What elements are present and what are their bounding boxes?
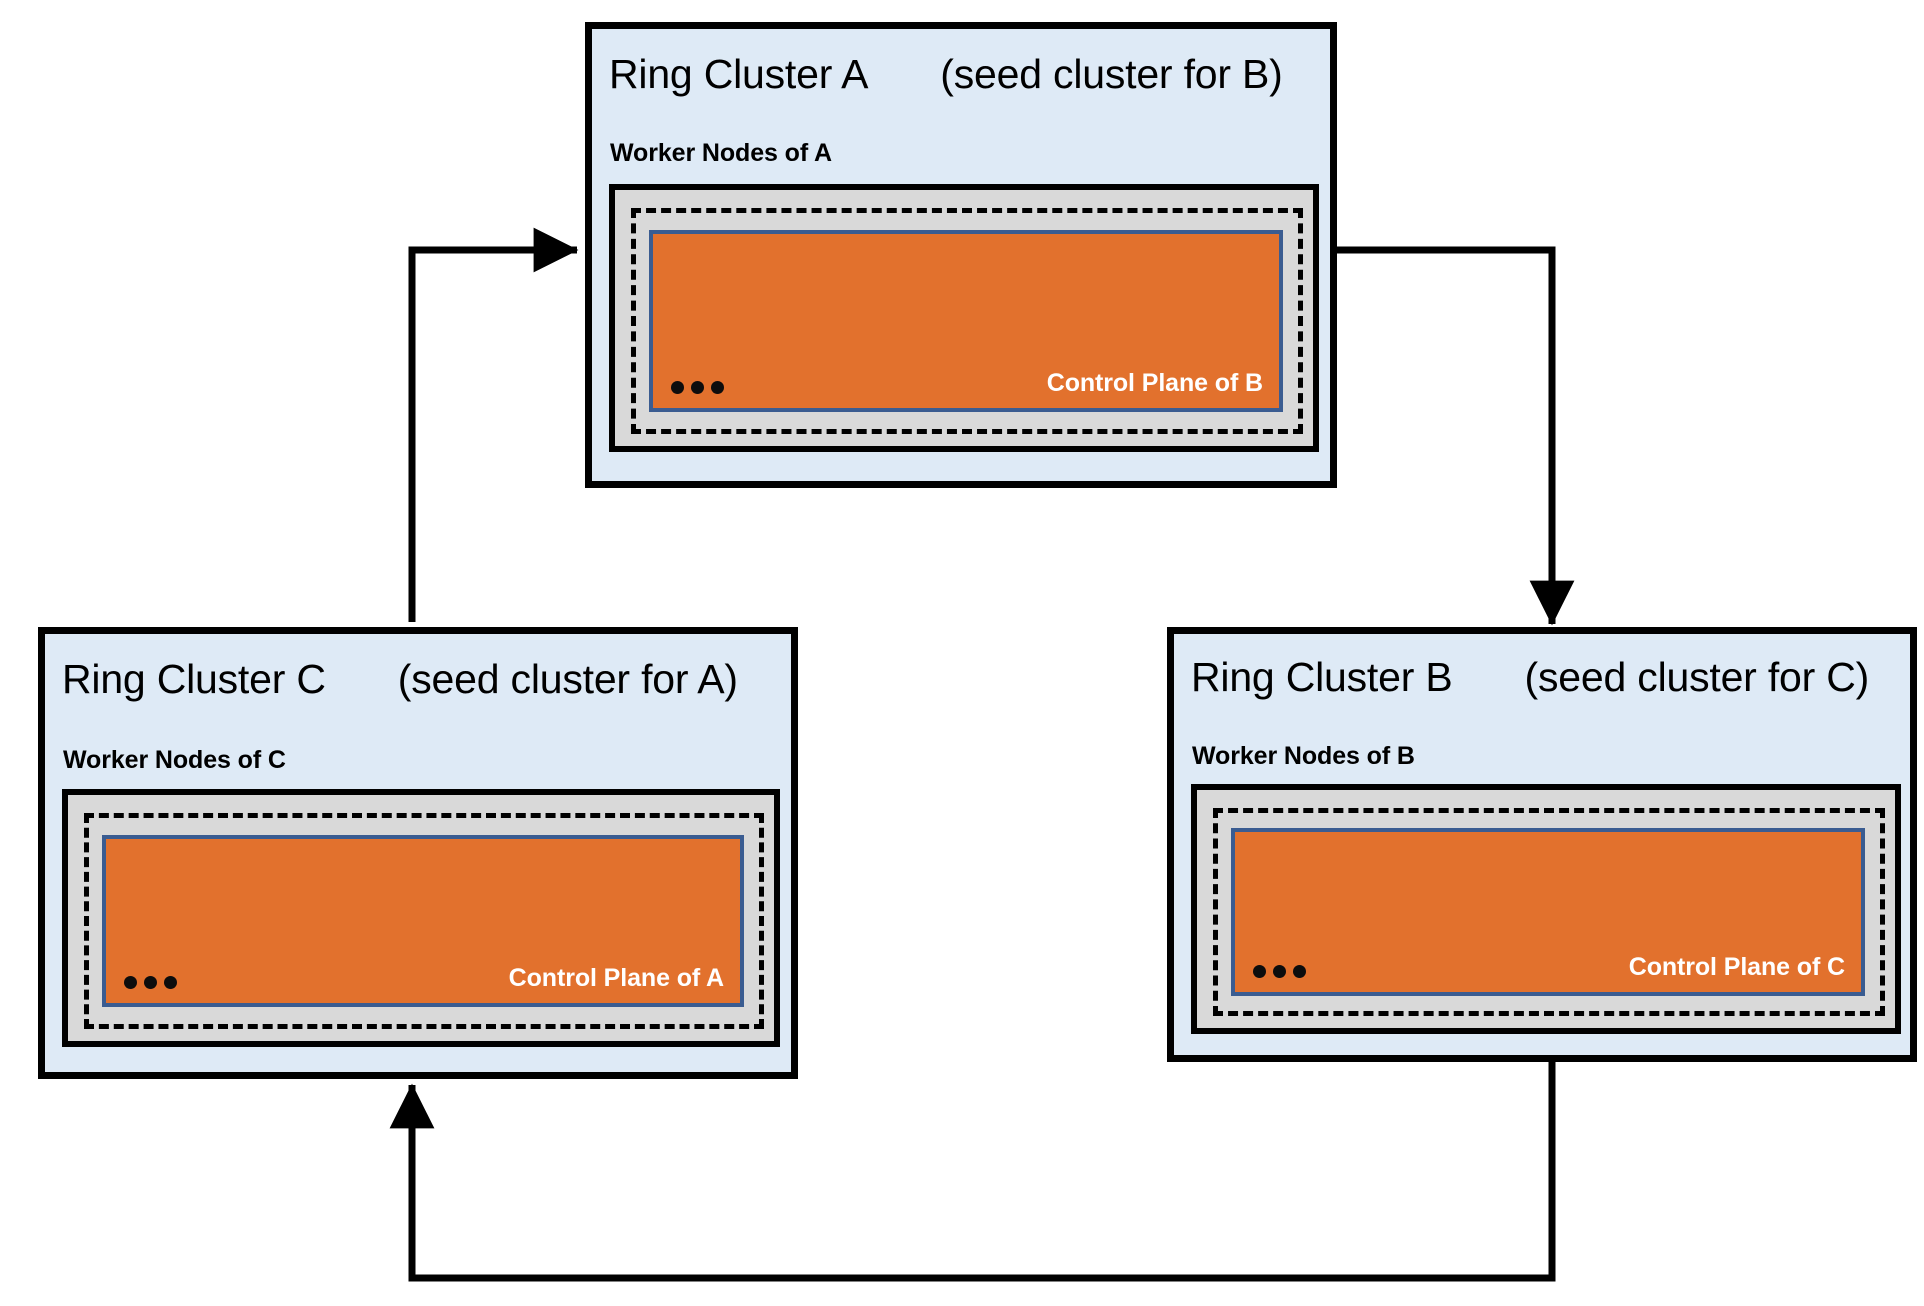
arrow-a-to-b — [1337, 246, 1575, 626]
cluster-c-title-seed: (seed cluster for A) — [397, 656, 738, 702]
cluster-a-node-dashed-boundary — [631, 208, 1303, 434]
cluster-c-title-name: Ring Cluster C — [62, 656, 326, 702]
cluster-b-title-seed: (seed cluster for C) — [1524, 654, 1870, 700]
cluster-b-worker-nodes-box[interactable]: Control Plane of C — [1191, 784, 1901, 1034]
cluster-a-ellipsis-icon — [671, 381, 724, 394]
cluster-a-control-plane-box[interactable]: Control Plane of B — [649, 230, 1283, 412]
cluster-b-worker-label: Worker Nodes of B — [1192, 742, 1415, 770]
cluster-b[interactable]: Ring Cluster B (seed cluster for C) Worke… — [1167, 627, 1917, 1062]
cluster-b-control-plane-box[interactable]: Control Plane of C — [1231, 828, 1865, 996]
cluster-b-ellipsis-icon — [1253, 965, 1306, 978]
cluster-c-node-dashed-boundary — [84, 813, 764, 1029]
cluster-a-title-name: Ring Cluster A — [609, 51, 869, 97]
cluster-c-control-plane-label: Control Plane of A — [508, 964, 724, 992]
cluster-c-worker-nodes-box[interactable]: Control Plane of A — [62, 789, 780, 1047]
cluster-c-control-plane-box[interactable]: Control Plane of A — [102, 835, 744, 1007]
cluster-c-ellipsis-icon — [124, 976, 177, 989]
cluster-a-control-plane-label: Control Plane of B — [1046, 369, 1263, 397]
cluster-a-worker-nodes-box[interactable]: Control Plane of B — [609, 184, 1319, 452]
cluster-b-node-dashed-boundary — [1213, 808, 1885, 1016]
cluster-a-title: Ring Cluster A (seed cluster for B) — [609, 51, 1283, 98]
cluster-b-title: Ring Cluster B (seed cluster for C) — [1191, 654, 1869, 701]
cluster-a[interactable]: Ring Cluster A (seed cluster for B) Worke… — [585, 22, 1337, 488]
cluster-a-worker-label: Worker Nodes of A — [610, 139, 832, 167]
arrow-c-to-a — [408, 227, 579, 622]
cluster-b-control-plane-label: Control Plane of C — [1628, 953, 1845, 981]
cluster-a-title-seed: (seed cluster for B) — [940, 51, 1283, 97]
cluster-c-title: Ring Cluster C (seed cluster for A) — [62, 656, 738, 703]
cluster-c-worker-label: Worker Nodes of C — [63, 746, 286, 774]
arrow-b-to-c — [389, 1062, 1556, 1282]
cluster-c[interactable]: Ring Cluster C (seed cluster for A) Worke… — [38, 627, 798, 1079]
cluster-b-title-name: Ring Cluster B — [1191, 654, 1453, 700]
